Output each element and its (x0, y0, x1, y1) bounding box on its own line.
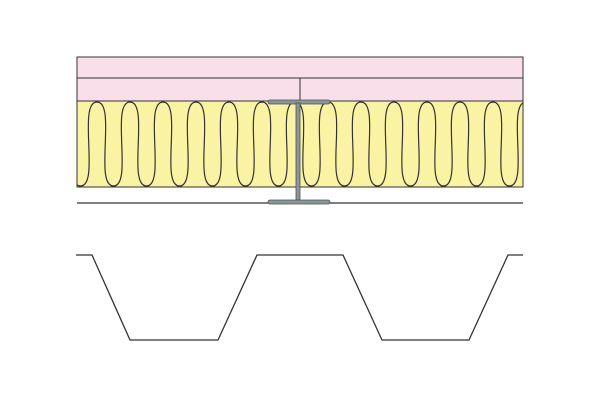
board-layer-top (76, 56, 524, 79)
insulation-wave-pattern (77, 101, 523, 187)
i-beam-bottom-flange (267, 199, 331, 205)
i-beam-web (295, 102, 301, 202)
trapezoidal-deck-profile (76, 254, 523, 341)
steel-i-beam (267, 99, 331, 205)
